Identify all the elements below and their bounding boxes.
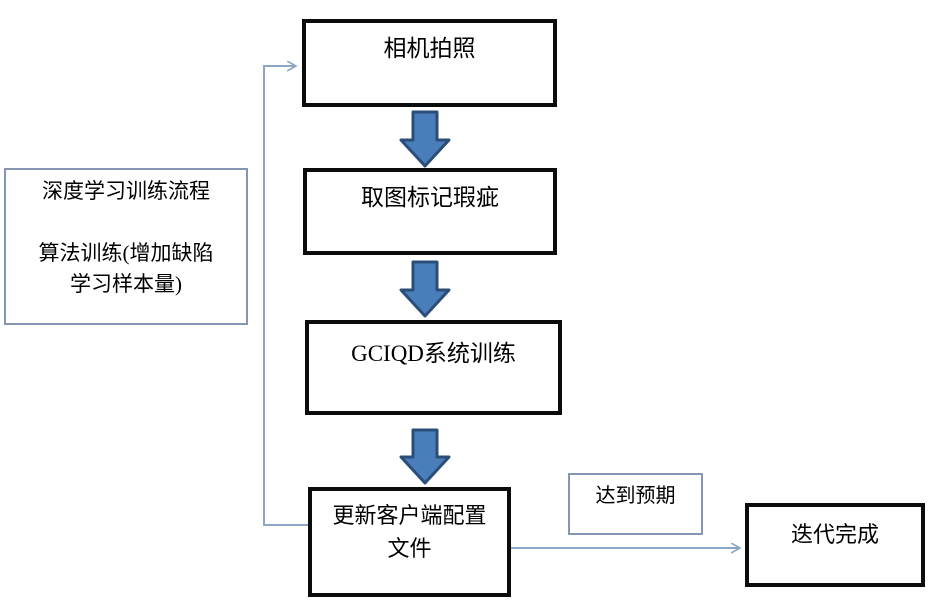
- flow-node-label: GCIQD系统训练: [351, 341, 516, 366]
- flow-node-mark-defects: 取图标记瑕疵: [303, 168, 557, 255]
- down-arrow-icon: [399, 260, 451, 318]
- down-arrow-icon: [399, 428, 451, 485]
- legend-line-algorithm: 算法训练(增加缺陷: [38, 241, 214, 265]
- flow-node-label: 取图标记瑕疵: [361, 185, 499, 210]
- flow-node-label-line1: 更新客户端配置: [332, 503, 487, 528]
- feedback-connector-line: [263, 66, 308, 526]
- legend-line-samples: 学习样本量): [70, 272, 182, 296]
- legend-blank-line: [6, 207, 246, 238]
- flow-node-label: 迭代完成: [790, 522, 879, 547]
- condition-label-box: 达到预期: [568, 473, 703, 535]
- flow-node-label-line2: 文件: [387, 536, 432, 561]
- legend-box: 深度学习训练流程 算法训练(增加缺陷 学习样本量): [4, 168, 248, 325]
- flow-node-update-client-config: 更新客户端配置 文件: [308, 487, 511, 597]
- flow-node-gciqd-training: GCIQD系统训练: [305, 320, 562, 415]
- condition-label: 达到预期: [595, 485, 676, 507]
- legend-line-title: 深度学习训练流程: [42, 179, 210, 203]
- down-arrow-icon: [399, 110, 451, 168]
- flow-node-camera-capture: 相机拍照: [302, 19, 557, 107]
- flow-node-iteration-complete: 迭代完成: [745, 503, 925, 587]
- flow-node-label: 相机拍照: [383, 36, 476, 61]
